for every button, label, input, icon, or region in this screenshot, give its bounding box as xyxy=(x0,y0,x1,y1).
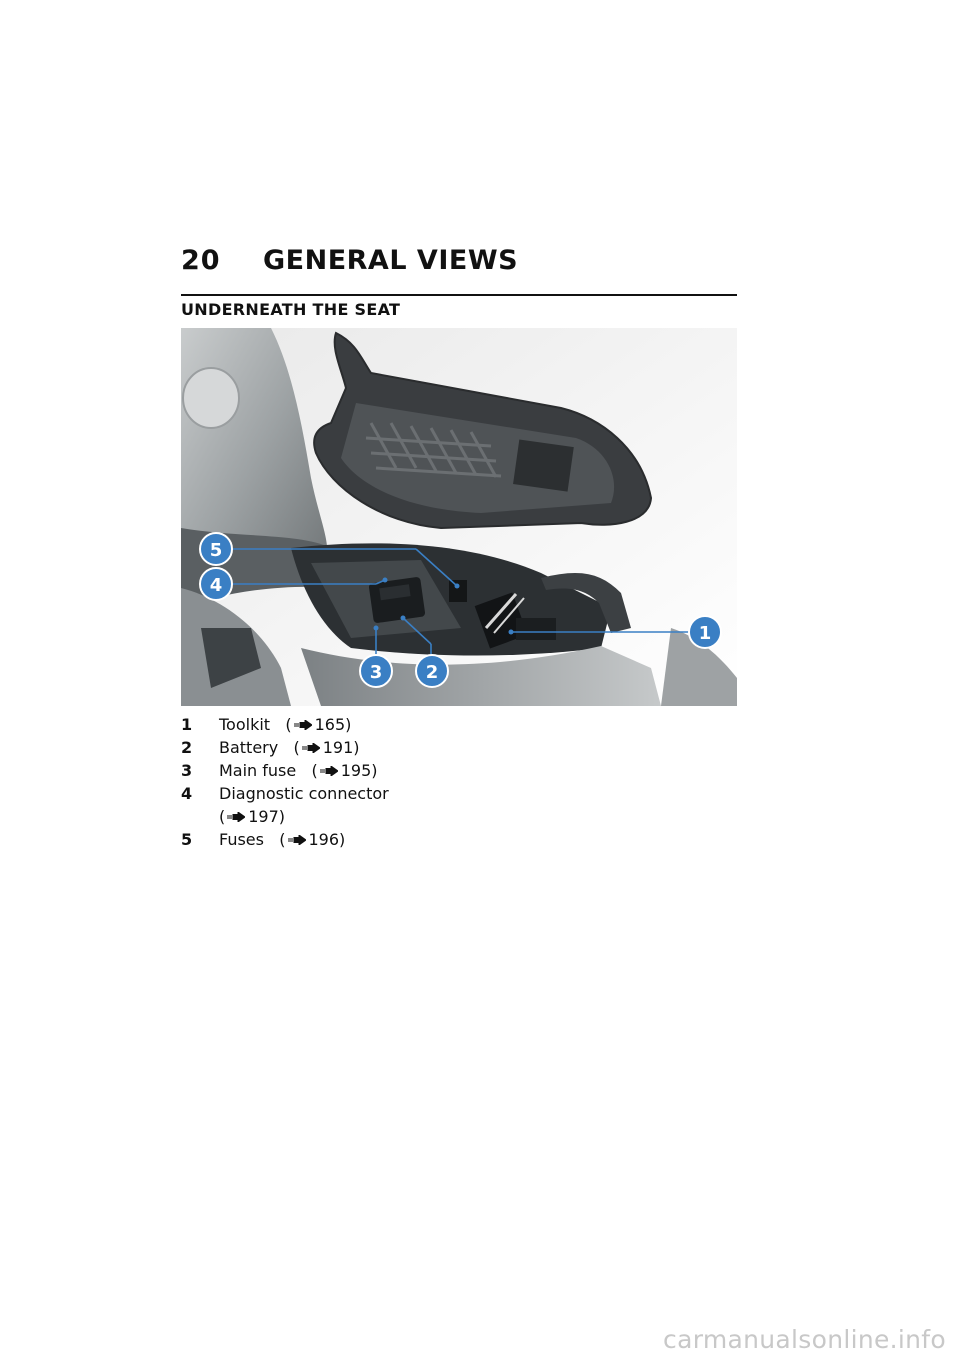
legend-text: Battery (191) xyxy=(219,736,481,759)
legend-label: Battery xyxy=(219,738,279,757)
section-title: UNDERNEATH THE SEAT xyxy=(181,300,401,319)
legend-text: Diagnostic connector (197) xyxy=(219,782,481,828)
page-header: 20 GENERAL VIEWS xyxy=(181,245,737,277)
chapter-title: GENERAL VIEWS xyxy=(263,245,519,276)
callout-3-label: 3 xyxy=(370,662,383,683)
legend-number: 3 xyxy=(181,761,193,780)
callout-1: 1 xyxy=(688,615,722,649)
legend-label: Diagnostic connector xyxy=(219,784,389,803)
legend-text: Main fuse (195) xyxy=(219,759,481,782)
site-watermark: carmanualsonline.info xyxy=(663,1325,946,1354)
legend-number: 5 xyxy=(181,830,193,849)
legend-item-toolkit: 1 Toolkit (165) xyxy=(181,713,481,736)
callout-4-label: 4 xyxy=(210,575,223,596)
page-reference-arrow-icon xyxy=(227,812,246,822)
motorcycle-illustration: 5 4 3 2 1 xyxy=(181,328,737,706)
page-reference-link[interactable]: (197) xyxy=(219,807,286,826)
page-number: 20 xyxy=(181,245,221,276)
page-reference-link[interactable]: (191) xyxy=(293,738,360,757)
callout-2-label: 2 xyxy=(426,662,439,683)
page-reference-arrow-icon xyxy=(301,743,320,753)
legend-label: Main fuse xyxy=(219,761,297,780)
header-rule xyxy=(181,294,737,296)
figure-legend: 1 Toolkit (165) 2 Battery (191) 3 Main f… xyxy=(181,713,481,851)
legend-label: Fuses xyxy=(219,830,264,849)
legend-text: Toolkit (165) xyxy=(219,713,481,736)
legend-number: 2 xyxy=(181,738,193,757)
legend-item-battery: 2 Battery (191) xyxy=(181,736,481,759)
under-seat-photo: 5 4 3 2 1 xyxy=(181,328,737,706)
page-reference-link[interactable]: (195) xyxy=(311,761,378,780)
page-reference-link[interactable]: (196) xyxy=(279,830,346,849)
legend-label: Toolkit xyxy=(219,715,271,734)
page-reference-link[interactable]: (165) xyxy=(285,715,352,734)
legend-item-fuses: 5 Fuses (196) xyxy=(181,828,481,851)
callout-5: 5 xyxy=(199,532,233,566)
legend-item-main-fuse: 3 Main fuse (195) xyxy=(181,759,481,782)
callout-2: 2 xyxy=(415,654,449,688)
callout-5-label: 5 xyxy=(210,540,223,561)
callout-1-label: 1 xyxy=(699,623,712,644)
callout-4: 4 xyxy=(199,567,233,601)
legend-text: Fuses (196) xyxy=(219,828,481,851)
page-reference-arrow-icon xyxy=(319,766,338,776)
legend-number: 1 xyxy=(181,715,193,734)
callout-3: 3 xyxy=(359,654,393,688)
legend-number: 4 xyxy=(181,784,193,803)
page-reference-arrow-icon xyxy=(287,835,306,845)
page-reference-arrow-icon xyxy=(293,720,312,730)
legend-item-diagnostic-connector: 4 Diagnostic connector (197) xyxy=(181,782,481,828)
